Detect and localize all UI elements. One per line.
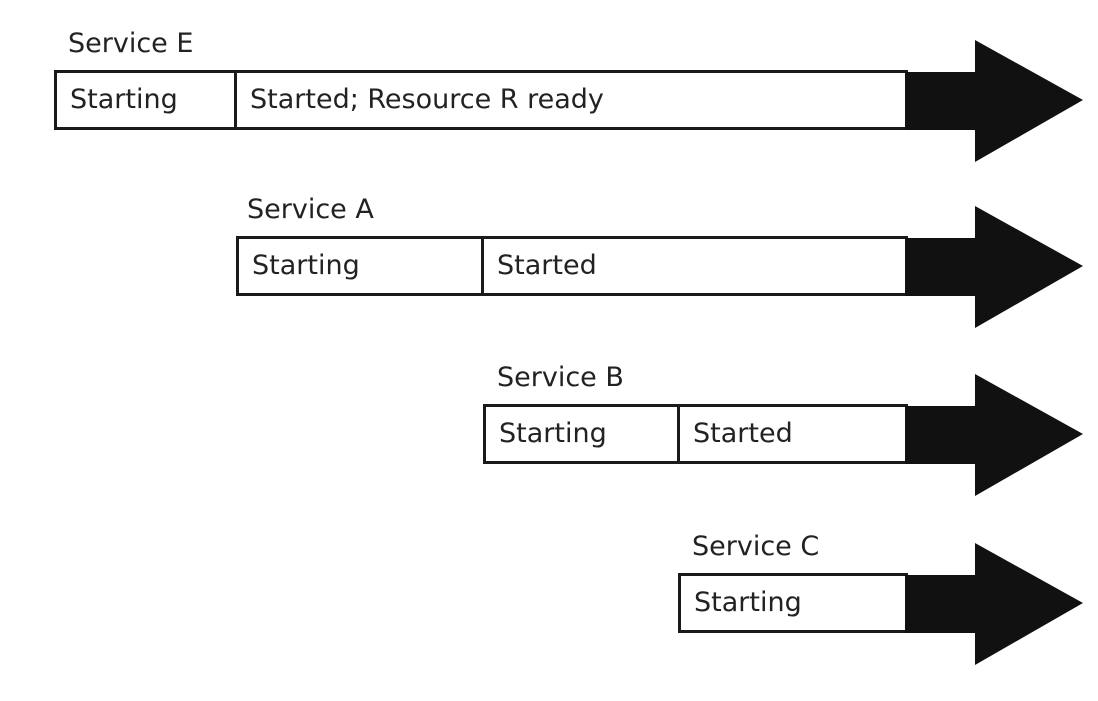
- service-c-timeline: Service C Starting: [0, 503, 1098, 665]
- service-a-stage-starting-label: Starting: [252, 250, 360, 281]
- service-a-timeline: Service A Starting Started: [0, 166, 1098, 328]
- service-e-stage-starting-label: Starting: [70, 84, 178, 115]
- service-b-label: Service B: [497, 362, 624, 393]
- service-e-stage-starting: Starting: [54, 70, 237, 130]
- service-b-stage-starting: Starting: [483, 404, 680, 464]
- service-b-timeline: Service B Starting Started: [0, 334, 1098, 496]
- service-c-stage-starting: Starting: [678, 573, 908, 633]
- service-b-stage-started: Started: [677, 404, 908, 464]
- service-a-label: Service A: [247, 194, 374, 225]
- service-c-stage-starting-label: Starting: [694, 587, 802, 618]
- service-b-stage-starting-label: Starting: [499, 418, 607, 449]
- service-b-stage-started-label: Started: [693, 418, 793, 449]
- service-b-arrow-icon: [905, 374, 1085, 496]
- service-e-stage-started-label: Started; Resource R ready: [250, 84, 604, 115]
- service-e-timeline: Service E Starting Started; Resource R r…: [0, 0, 1098, 162]
- service-c-label: Service C: [692, 531, 820, 562]
- service-c-arrow-icon: [905, 543, 1085, 665]
- service-a-arrow-icon: [905, 206, 1085, 328]
- service-e-label: Service E: [68, 28, 194, 59]
- service-e-arrow-icon: [905, 40, 1085, 162]
- service-a-stage-starting: Starting: [236, 236, 484, 296]
- service-a-stage-started-label: Started: [497, 250, 597, 281]
- service-a-stage-started: Started: [481, 236, 908, 296]
- service-e-stage-started: Started; Resource R ready: [234, 70, 908, 130]
